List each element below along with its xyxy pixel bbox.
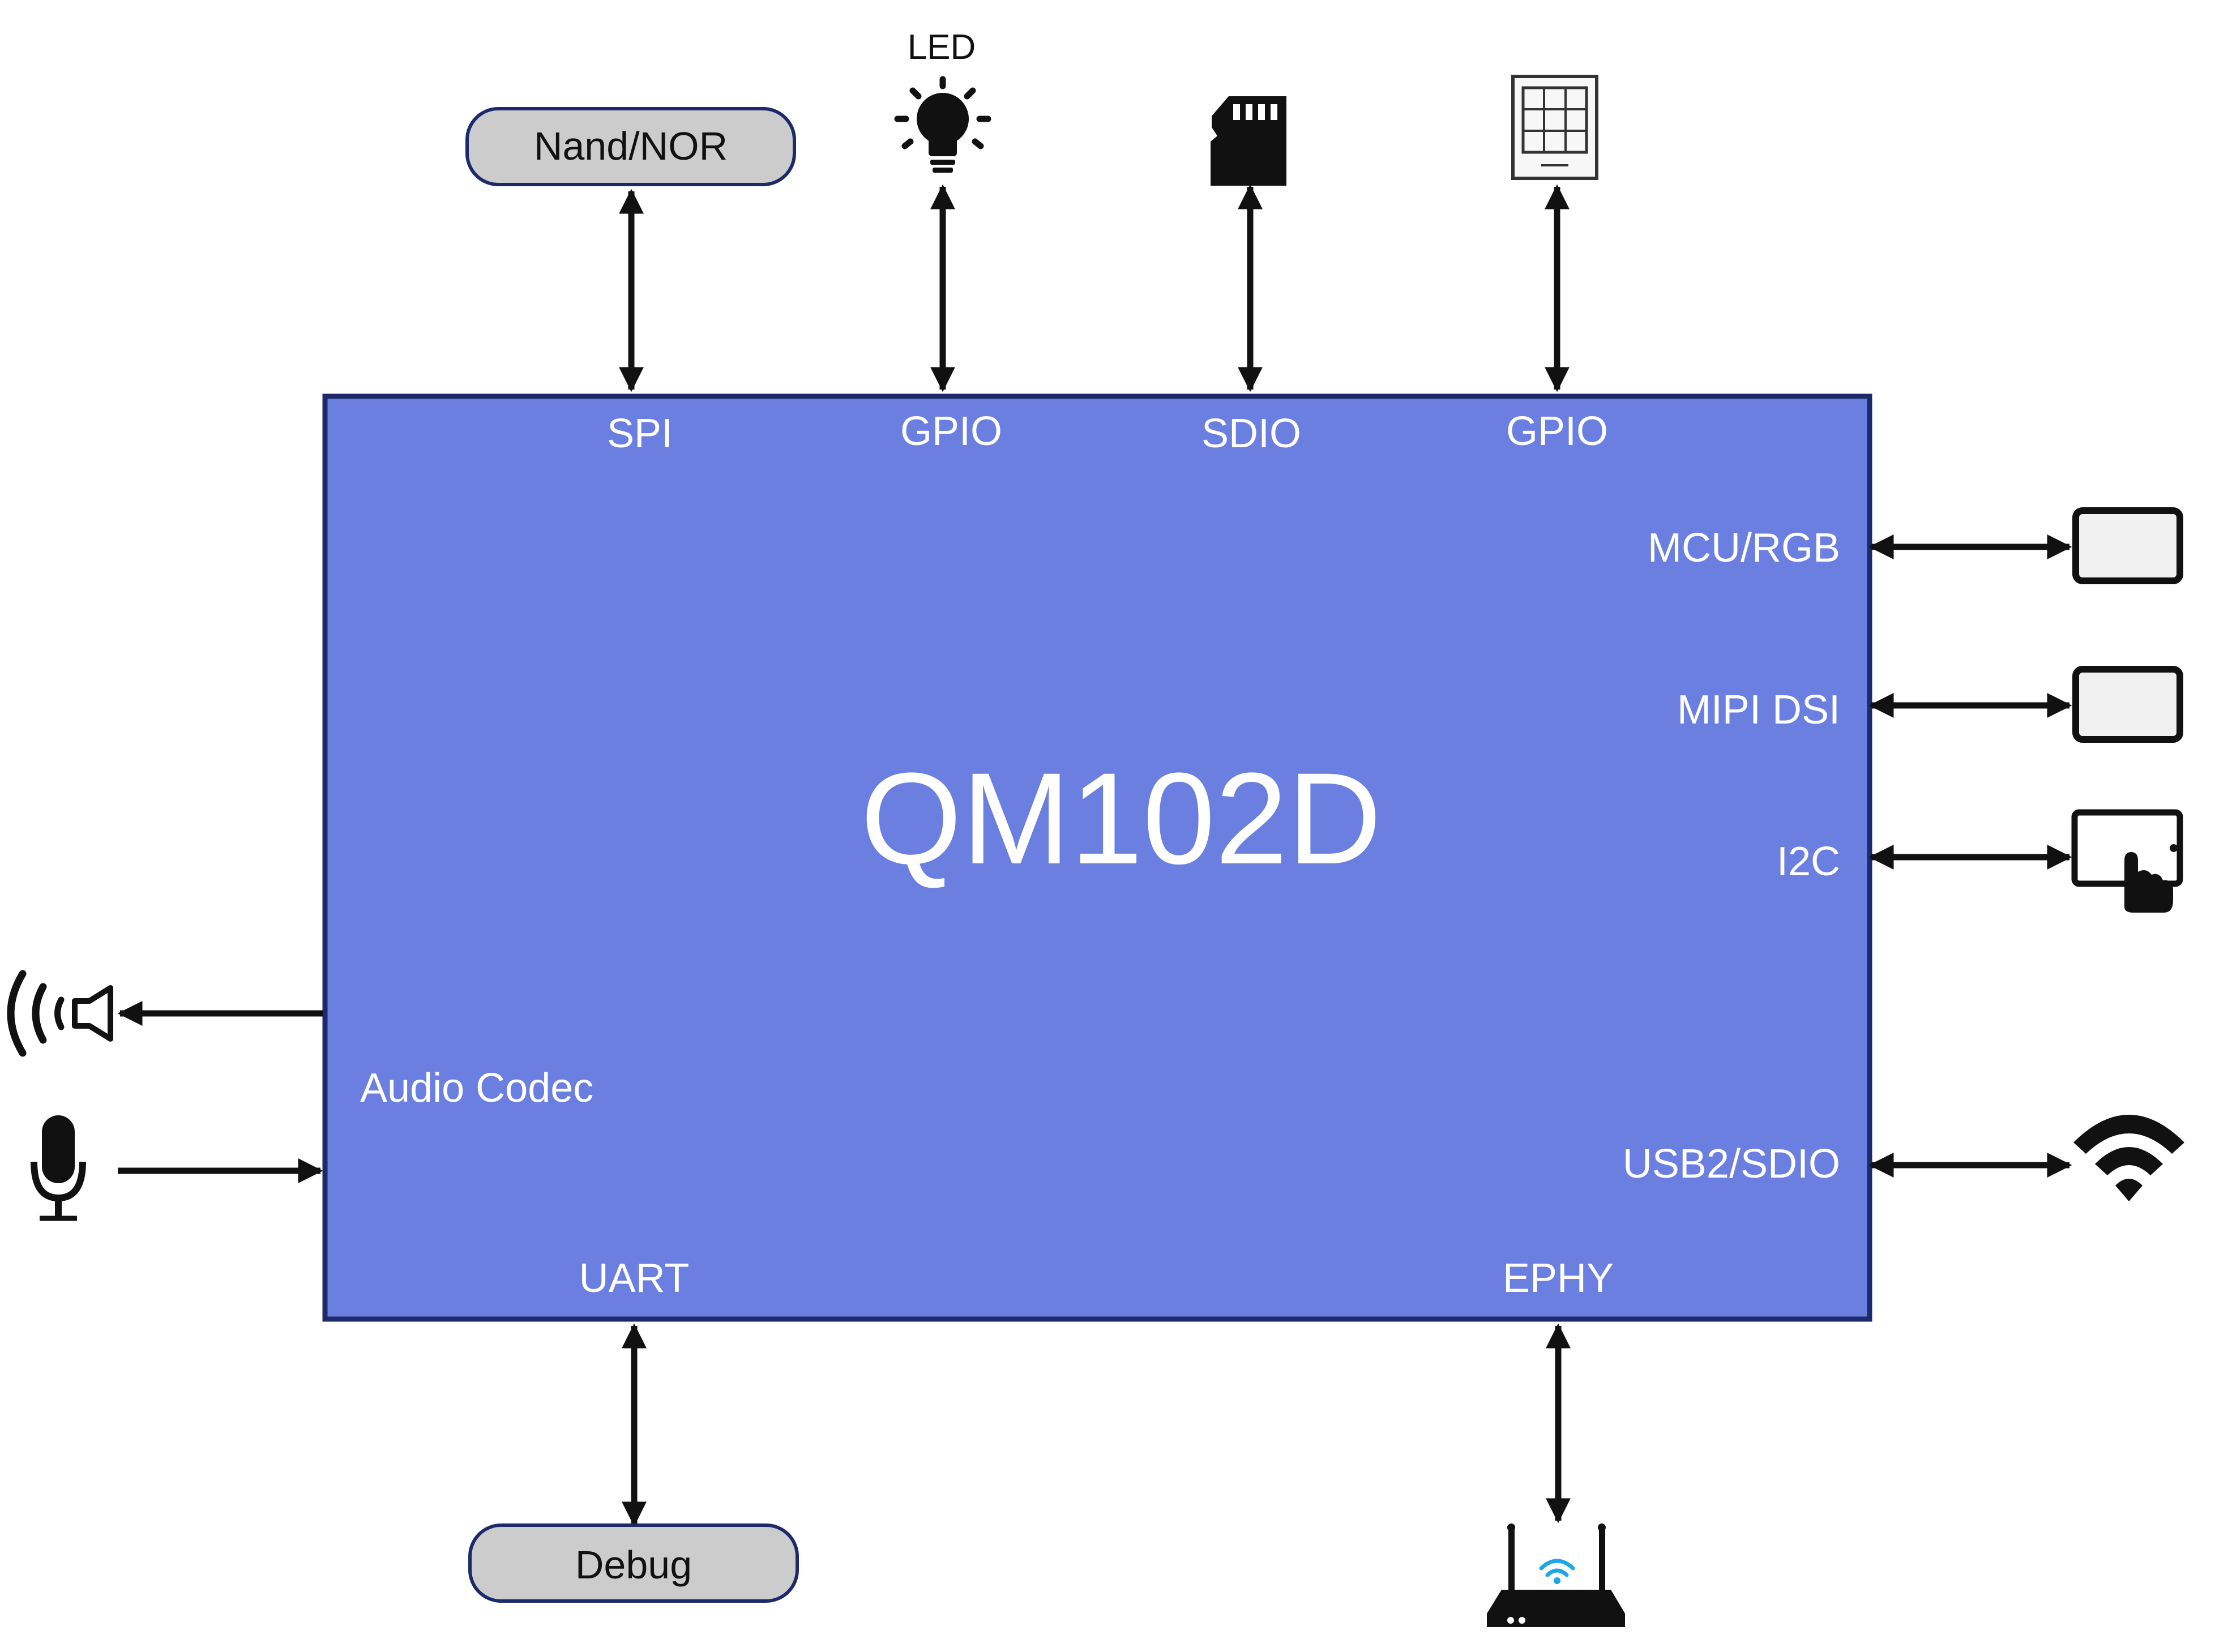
label-uart: UART bbox=[579, 1256, 690, 1301]
router-icon bbox=[1487, 1523, 1625, 1627]
label-mipi-dsi: MIPI DSI bbox=[1677, 687, 1840, 733]
sd-card-icon bbox=[1211, 96, 1286, 186]
display-mcu-icon bbox=[2072, 507, 2183, 584]
label-audio-codec: Audio Codec bbox=[360, 1065, 593, 1111]
microphone-icon bbox=[31, 1115, 86, 1221]
label-spi: SPI bbox=[607, 411, 673, 456]
label-i2c: I2C bbox=[1777, 839, 1840, 884]
wifi-icon bbox=[2073, 1115, 2184, 1201]
nand-nor-label: Nand/NOR bbox=[534, 124, 728, 168]
debug-peripheral: Debug bbox=[468, 1523, 799, 1603]
label-gpio-led: GPIO bbox=[900, 409, 1002, 454]
chip-name: QM102D bbox=[861, 746, 1382, 891]
label-sdio: SDIO bbox=[1201, 411, 1301, 456]
display-mipi-icon bbox=[2072, 666, 2183, 743]
lightbulb-icon bbox=[894, 76, 991, 173]
keypad-icon bbox=[1511, 75, 1598, 180]
label-usb2-sdio: USB2/SDIO bbox=[1623, 1141, 1840, 1187]
label-gpio-keypad: GPIO bbox=[1506, 409, 1608, 454]
led-label: LED bbox=[908, 28, 976, 67]
speaker-icon bbox=[7, 970, 113, 1057]
touchscreen-icon bbox=[2071, 809, 2183, 913]
chip-block bbox=[322, 393, 1872, 1322]
label-ephy: EPHY bbox=[1503, 1256, 1614, 1301]
nand-nor-peripheral: Nand/NOR bbox=[465, 107, 796, 186]
debug-label: Debug bbox=[575, 1543, 692, 1587]
label-mcu-rgb: MCU/RGB bbox=[1648, 525, 1840, 571]
